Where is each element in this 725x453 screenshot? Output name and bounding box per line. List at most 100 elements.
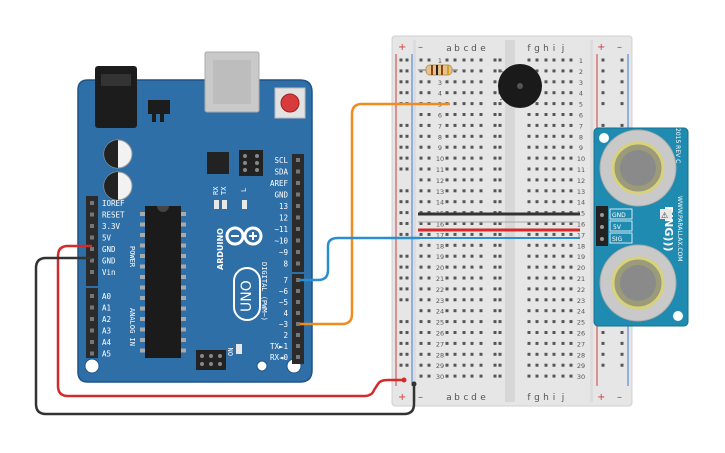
header-hole[interactable] [296,204,300,208]
wire-blue-pin7[interactable] [300,236,420,282]
breadboard-hole [470,254,474,258]
chip-pin [181,285,186,290]
header-hole[interactable] [90,212,94,217]
row-label-right: 5 [579,101,583,109]
breadboard-hole [427,80,431,84]
rail-hole [405,287,409,291]
header-hole[interactable] [296,227,300,231]
breadboard-hole [445,123,449,127]
breadboard-hole [445,352,449,356]
row-label-right: 28 [577,351,585,359]
header-hole[interactable] [90,258,94,263]
header-hole[interactable] [90,270,94,274]
column-label-top: a [446,44,452,54]
header-hole[interactable] [90,294,94,298]
row-label-left: 1 [438,57,442,65]
breadboard-hole [453,352,457,356]
breadboard-hole [535,189,539,193]
ultrasonic-transducer-bottom [599,244,677,322]
ping-ultrasonic-sensor[interactable]: PING))) 2015 REV C WWW.PARALLAX.COM GND … [593,127,689,327]
row-label-left: 7 [438,122,442,130]
breadboard-hole [462,363,466,367]
header-hole[interactable] [296,311,300,315]
header-hole[interactable] [90,247,94,251]
row-label-left: 21 [436,275,444,283]
breadboard-hole [527,298,531,302]
breadboard-hole [479,232,483,236]
header-hole[interactable] [296,278,300,282]
sensor-pin-sig: SIG [612,236,623,243]
header-hole[interactable] [296,169,300,174]
header-hole[interactable] [296,250,300,254]
header-hole[interactable] [90,351,94,356]
breadboard-hole [419,352,423,356]
digital-pin-label: ~5 [279,298,288,307]
breadboard-hole [552,309,556,313]
wire-red-5v[interactable] [56,244,404,398]
breadboard-hole [427,298,431,302]
piezo-buzzer[interactable] [498,64,542,108]
header-hole[interactable] [296,192,300,197]
breadboard-hole [419,167,423,171]
wire-orange-pin3[interactable] [300,102,450,326]
header-hole[interactable] [296,355,300,359]
breadboard-hole [544,145,548,149]
icsp-header-bottom [196,350,226,370]
breadboard-hole [552,363,556,367]
breadboard-hole [527,309,531,313]
header-hole[interactable] [296,289,300,293]
breadboard-hole [535,145,539,149]
header-hole[interactable] [296,215,300,220]
rail-hole [405,167,409,171]
breadboard-hole [544,320,548,324]
header-hole[interactable] [90,224,94,228]
breadboard-hole [493,374,497,378]
header-hole[interactable] [296,322,300,326]
breadboard-hole [445,134,449,138]
column-label-bottom: e [480,393,486,403]
chip-pin [181,348,186,353]
breadboard-hole [427,341,431,345]
breadboard-hole [470,320,474,324]
header-hole[interactable] [296,261,300,266]
capacitor [103,139,133,169]
breadboard-hole [493,167,497,171]
breadboard-hole [561,102,565,106]
header-hole[interactable] [90,340,94,344]
breadboard-hole [462,254,466,258]
breadboard-hole [561,113,565,116]
arduino-uno-board[interactable]: TX RX L ARDUINO UNO ON [77,51,313,383]
breadboard-hole [419,156,423,160]
header-hole[interactable] [90,201,94,205]
breadboard-hole [535,113,539,116]
header-hole[interactable] [296,333,300,337]
breadboard-hole [462,134,466,138]
header-hole[interactable] [296,181,300,185]
breadboard-hole [453,243,457,247]
header-hole[interactable] [90,328,94,333]
breadboard-hole [445,178,449,182]
breadboard-hole [462,145,466,149]
header-hole[interactable] [296,300,300,304]
column-label-top: e [480,44,486,54]
header-hole[interactable] [90,317,94,321]
breadboard-hole [552,341,556,345]
header-hole[interactable] [296,238,300,243]
header-hole[interactable] [90,305,94,310]
top-pin-label: ~11 [274,225,288,234]
wire-black-gnd[interactable] [34,256,416,416]
breadboard-hole [498,276,502,280]
resistor[interactable] [418,64,458,76]
rail-plus-bottom-right: + [597,392,605,403]
breadboard-hole [535,265,539,269]
breadboard-hole [527,156,531,160]
rail-hole [620,363,624,367]
header-hole[interactable] [296,158,300,162]
breadboard-hole [498,363,502,367]
analog-pin-label: A5 [102,350,111,359]
header-hole[interactable] [90,235,94,240]
row-label-left: 9 [438,144,442,152]
reset-button[interactable] [280,93,300,113]
header-hole[interactable] [296,344,300,348]
rail-hole [399,352,403,356]
